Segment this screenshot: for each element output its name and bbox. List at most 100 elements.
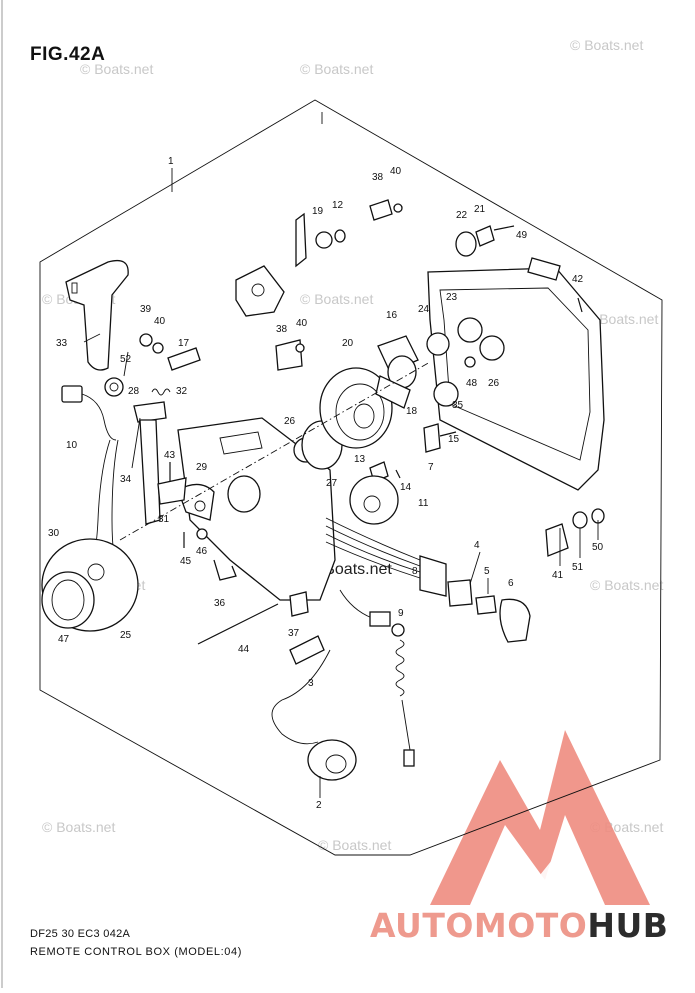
part-29-gear: [177, 483, 215, 521]
callout-18: 18: [406, 406, 418, 417]
diagram-title: REMOTE CONTROL BOX (MODEL:04): [30, 946, 242, 958]
callout-3: 3: [308, 678, 314, 689]
callout-50: 50: [592, 542, 604, 553]
callout-44: 44: [238, 644, 250, 655]
callout-45: 45: [180, 556, 192, 567]
callout-38: 38: [372, 172, 384, 183]
part-33-handle: [65, 259, 129, 371]
callout-24: 24: [418, 304, 430, 315]
part-49-screw: [493, 225, 515, 231]
part-52-washer: [104, 377, 124, 397]
part-20-plate: [319, 367, 393, 449]
part-3-plate: [289, 635, 325, 665]
callout-17: 17: [178, 338, 190, 349]
callout-16: 16: [386, 310, 398, 321]
part-37-bracket: [289, 591, 309, 617]
part-12-washer: [334, 229, 346, 243]
part-35-ring: [433, 381, 459, 407]
callout-11: 11: [418, 498, 429, 509]
callout-23: 23: [446, 292, 458, 303]
callout-25: 25: [120, 630, 132, 641]
leader-lines: [83, 112, 599, 798]
part-42-screw: [577, 297, 583, 313]
callout-20: 20: [342, 338, 354, 349]
watermark: © Boats.net: [585, 311, 658, 327]
callout-14: 14: [400, 482, 412, 493]
watermark: © Boats.net: [300, 291, 373, 307]
callout-2: 2: [316, 800, 322, 811]
brand-logo-mark: [430, 730, 650, 905]
callout-34: 34: [120, 474, 132, 485]
callout-46: 46: [196, 546, 208, 557]
callout-27: 27: [326, 478, 338, 489]
callout-48: 48: [466, 378, 478, 389]
callout-49: 49: [516, 230, 528, 241]
watermark: © Boats.net: [42, 819, 115, 835]
kit-boundary-outline: [39, 99, 663, 856]
watermark: © Boats.net: [300, 61, 373, 77]
part-31-bracket: [157, 477, 187, 505]
part-9-lanyard: [391, 623, 415, 767]
callout-5: 5: [484, 566, 490, 577]
part-32-spring: [151, 388, 171, 396]
part-ignition-switch: [447, 579, 473, 607]
logo-inner-cut: [520, 850, 595, 900]
figure-title: FIG.42A: [30, 44, 106, 65]
part-48-washer: [464, 356, 476, 368]
callout-26: 26: [284, 416, 296, 427]
callout-21: 21: [474, 204, 486, 215]
part-trim-tab: [527, 257, 561, 281]
callout-19: 19: [312, 206, 324, 217]
callout-31: 31: [158, 514, 170, 525]
callout-22: 22: [456, 210, 468, 221]
callout-15: 15: [448, 434, 460, 445]
bracket-upper: [235, 265, 285, 317]
watermark: © Boats.net: [570, 37, 643, 53]
part-41-knob: [545, 523, 569, 557]
part-19-lever: [295, 212, 307, 268]
part-51-washer: [572, 511, 588, 529]
callout-39: 39: [140, 304, 152, 315]
callout-42: 42: [572, 274, 584, 285]
callout-38b: 38: [276, 324, 288, 335]
callout-47: 47: [58, 634, 70, 645]
brand-part-moto: MOTO: [473, 906, 588, 945]
part-46-washer: [196, 528, 208, 540]
part-7-switch: [423, 423, 441, 453]
housing-ring: [227, 475, 261, 513]
part-8-harness: [325, 517, 447, 597]
part-plug: [369, 611, 391, 627]
callout-layer: 1 2 3 4 5 6 7 8 9 10 11 12 13 14 15 16 1…: [48, 156, 604, 811]
part-40-washer-upper: [393, 203, 403, 213]
part-22-seal: [455, 231, 477, 257]
callout-33: 33: [56, 338, 68, 349]
part-14-screw: [395, 469, 401, 479]
callout-32: 32: [176, 386, 188, 397]
part-38-block: [369, 199, 393, 221]
callout-9: 9: [398, 608, 404, 619]
callout-26b: 26: [488, 378, 500, 389]
callout-41: 41: [552, 570, 564, 581]
logo-m-shape: [430, 730, 650, 905]
part-39-washer: [139, 333, 153, 347]
diagram-code: DF25 30 EC3 042A: [30, 928, 131, 940]
callout-43: 43: [164, 450, 176, 461]
callout-51: 51: [572, 562, 584, 573]
brand-part-auto: AUTO: [370, 906, 474, 945]
callout-12: 12: [332, 200, 344, 211]
part-44-bolt: [197, 603, 279, 645]
part-21-plate: [475, 225, 495, 247]
part-47-emblem: [41, 571, 95, 629]
callout-40c: 40: [296, 318, 308, 329]
brand-part-hub: HUB: [587, 906, 669, 945]
callout-28: 28: [128, 386, 140, 397]
watermark: © Boats.net: [80, 61, 153, 77]
part-26-ring: [479, 335, 505, 361]
callout-7: 7: [428, 462, 434, 473]
part-28-plate: [133, 401, 167, 423]
part-16-gear: [377, 335, 419, 389]
callout-30: 30: [48, 528, 60, 539]
axis-line: [119, 361, 431, 541]
